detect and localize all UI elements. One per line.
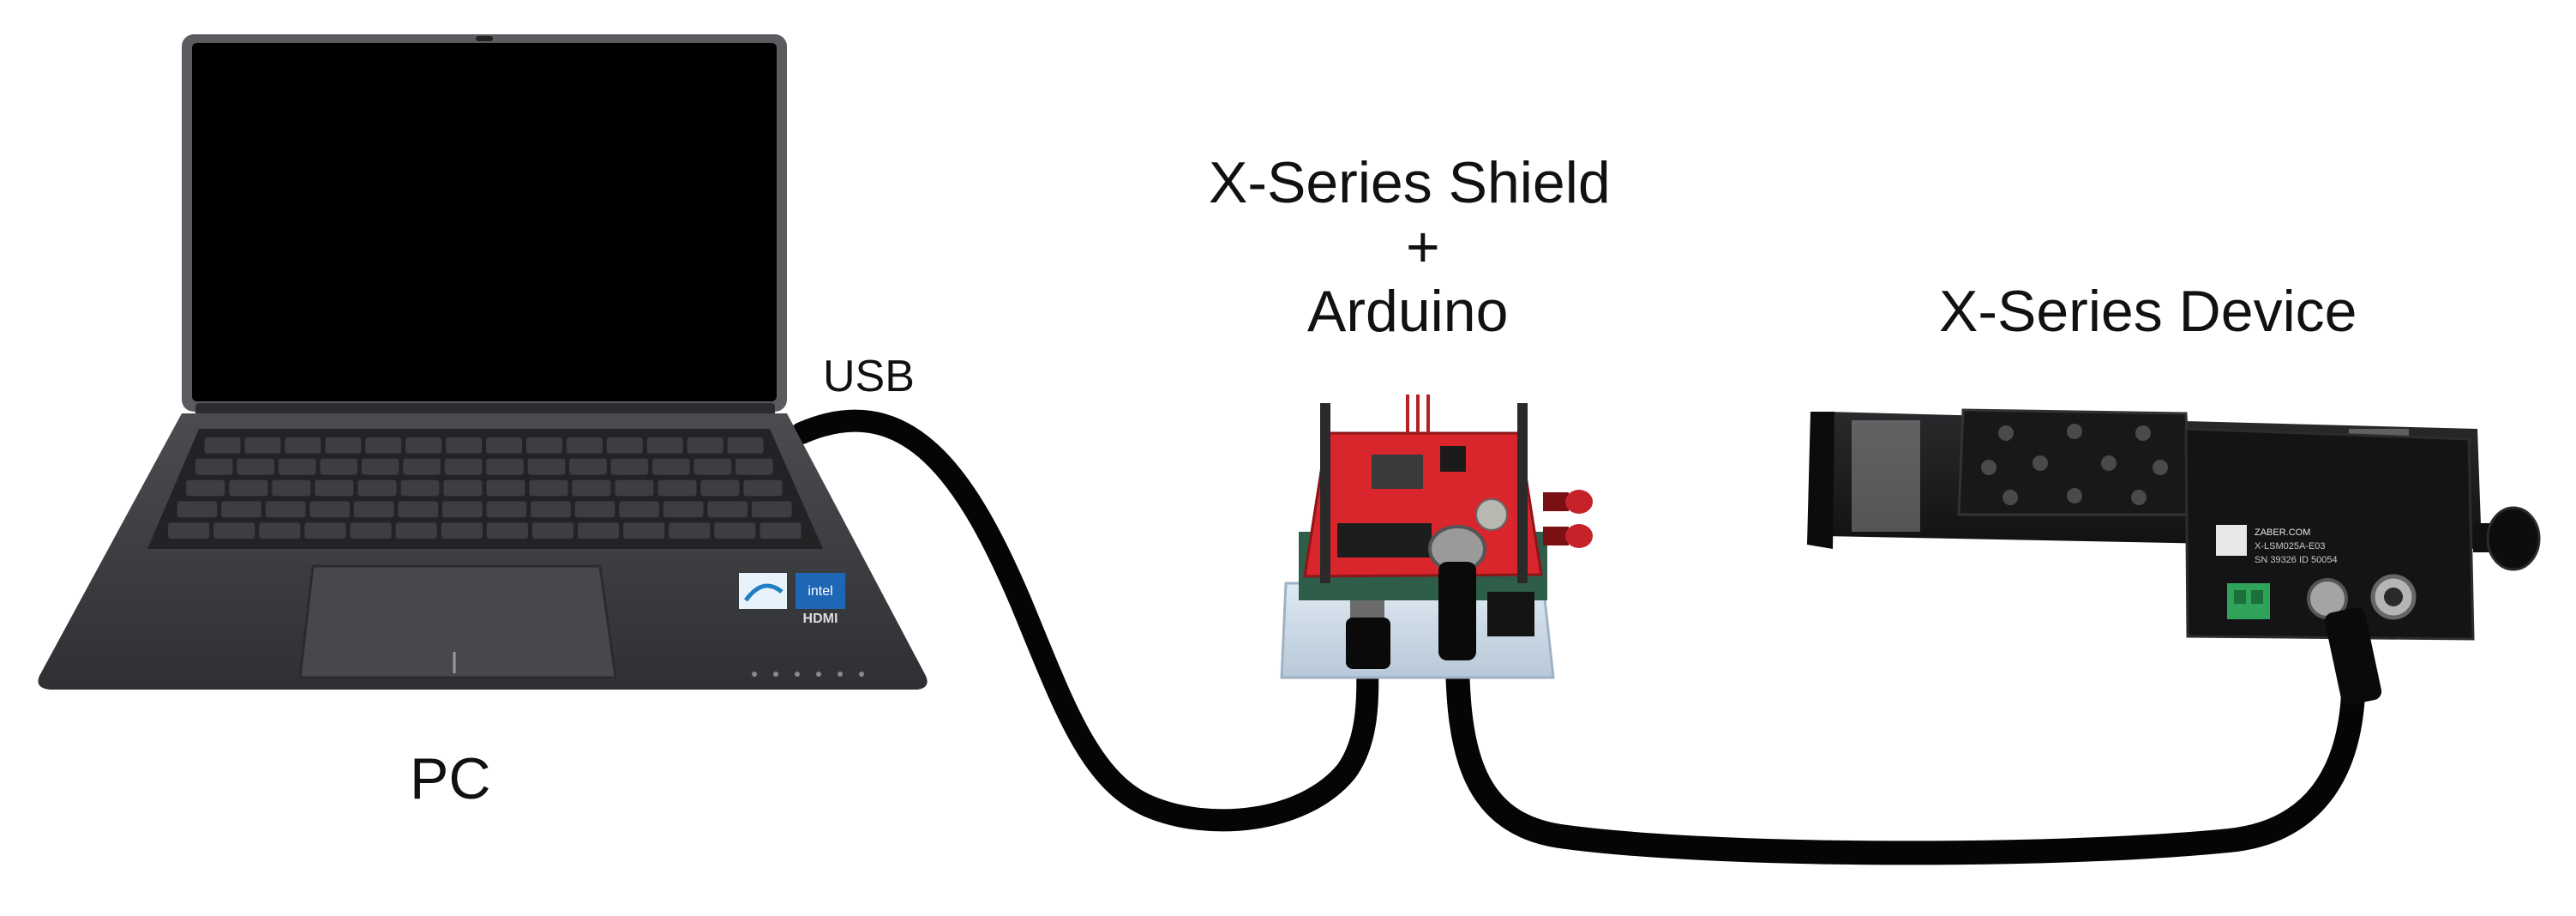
keyboard-key bbox=[362, 459, 399, 475]
keyboard-key bbox=[669, 522, 710, 539]
keyboard-key bbox=[315, 480, 353, 497]
device-label: X-Series Device bbox=[1939, 279, 2357, 344]
keyboard-key bbox=[357, 480, 396, 497]
shield-label-line1: X-Series Shield bbox=[1209, 150, 1611, 215]
keyboard-key bbox=[619, 501, 659, 517]
hdmi-badge: HDMI bbox=[803, 612, 838, 626]
svg-text:SN 39326 ID 50054: SN 39326 ID 50054 bbox=[2255, 555, 2338, 565]
arduino-shield-assembly bbox=[1282, 395, 1593, 678]
keyboard-key bbox=[351, 522, 392, 539]
shield-button-2 bbox=[1543, 524, 1593, 548]
keyboard-key bbox=[487, 522, 528, 539]
keyboard-key bbox=[760, 522, 801, 539]
keyboard-key bbox=[694, 459, 732, 475]
laptop: intel HDMI bbox=[39, 34, 928, 690]
intel-badge: intel bbox=[796, 573, 845, 609]
keyboard-key bbox=[744, 480, 783, 497]
keyboard-key bbox=[569, 459, 607, 475]
svg-text:ZABER.COM: ZABER.COM bbox=[2255, 527, 2310, 538]
keyboard-key bbox=[245, 437, 281, 454]
keyboard-key bbox=[445, 459, 483, 475]
keyboard-key bbox=[647, 437, 683, 454]
shield-button-1 bbox=[1543, 490, 1593, 514]
keyboard-key bbox=[567, 437, 603, 454]
keyboard-key bbox=[446, 437, 482, 454]
pc-label: PC bbox=[410, 746, 490, 811]
keyboard-key bbox=[728, 437, 764, 454]
keyboard-key bbox=[320, 459, 357, 475]
keyboard-key bbox=[528, 459, 566, 475]
keyboard-key bbox=[752, 501, 792, 517]
keyboard-key bbox=[354, 501, 394, 517]
keyboard-key bbox=[285, 437, 321, 454]
keyboard-key bbox=[611, 459, 649, 475]
shield-label-plus: + bbox=[1406, 214, 1440, 280]
keyboard-key bbox=[486, 459, 524, 475]
keyboard-key bbox=[441, 522, 483, 539]
keyboard-key bbox=[442, 501, 483, 517]
x-series-device: ZABER.COM X-LSM025A-E03 SN 39326 ID 5005… bbox=[1807, 410, 2539, 707]
laptop-screen bbox=[192, 43, 777, 401]
keyboard-key bbox=[486, 480, 525, 497]
keyboard-key bbox=[532, 522, 573, 539]
keyboard-key bbox=[664, 501, 704, 517]
usb-label: USB bbox=[823, 352, 915, 401]
keyboard-key bbox=[229, 480, 267, 497]
svg-text:HDMI: HDMI bbox=[803, 612, 838, 626]
keyboard-key bbox=[237, 459, 274, 475]
keyboard-key bbox=[615, 480, 654, 497]
keyboard-key bbox=[572, 480, 610, 497]
shield-label-line3: Arduino bbox=[1307, 279, 1508, 344]
keyboard-key bbox=[405, 437, 441, 454]
energy-star-badge bbox=[739, 573, 787, 609]
keyboard-key bbox=[177, 501, 218, 517]
keyboard-key bbox=[309, 501, 350, 517]
manual-knob bbox=[2473, 508, 2539, 569]
device-cable bbox=[1457, 652, 2353, 853]
keyboard-key bbox=[623, 522, 664, 539]
keyboard-key bbox=[213, 522, 255, 539]
keyboard-key bbox=[399, 501, 439, 517]
keyboard-key bbox=[688, 437, 724, 454]
keyboard-key bbox=[266, 501, 306, 517]
keyboard-key bbox=[526, 437, 562, 454]
keyboard-key bbox=[607, 437, 643, 454]
device-connector-out bbox=[2373, 576, 2414, 618]
keyboard-key bbox=[365, 437, 401, 454]
svg-text:X-LSM025A-E03: X-LSM025A-E03 bbox=[2255, 541, 2326, 551]
keyboard-key bbox=[205, 437, 241, 454]
keyboard-key bbox=[714, 522, 755, 539]
keyboard-key bbox=[707, 501, 748, 517]
keyboard-key bbox=[701, 480, 740, 497]
usb-plug bbox=[1346, 600, 1390, 669]
svg-text:intel: intel bbox=[808, 584, 832, 599]
keyboard-key bbox=[400, 480, 439, 497]
keyboard-key bbox=[578, 522, 619, 539]
keyboard-key bbox=[195, 459, 233, 475]
keyboard-key bbox=[403, 459, 441, 475]
power-terminal bbox=[2227, 583, 2270, 619]
keyboard-key bbox=[272, 480, 310, 497]
keyboard-key bbox=[531, 501, 571, 517]
keyboard-key bbox=[575, 501, 615, 517]
keyboard-key bbox=[396, 522, 437, 539]
keyboard-key bbox=[325, 437, 361, 454]
keyboard-key bbox=[304, 522, 345, 539]
keyboard-key bbox=[658, 480, 697, 497]
keyboard-key bbox=[652, 459, 690, 475]
keyboard-key bbox=[486, 437, 522, 454]
keyboard-key bbox=[529, 480, 567, 497]
keyboard-key bbox=[736, 459, 773, 475]
touchpad bbox=[300, 566, 615, 678]
keyboard-key bbox=[168, 522, 209, 539]
keyboard-key bbox=[487, 501, 527, 517]
keyboard-key bbox=[279, 459, 316, 475]
keyboard-key bbox=[259, 522, 300, 539]
keyboard-key bbox=[221, 501, 261, 517]
keyboard-key bbox=[443, 480, 482, 497]
keyboard-key bbox=[186, 480, 225, 497]
